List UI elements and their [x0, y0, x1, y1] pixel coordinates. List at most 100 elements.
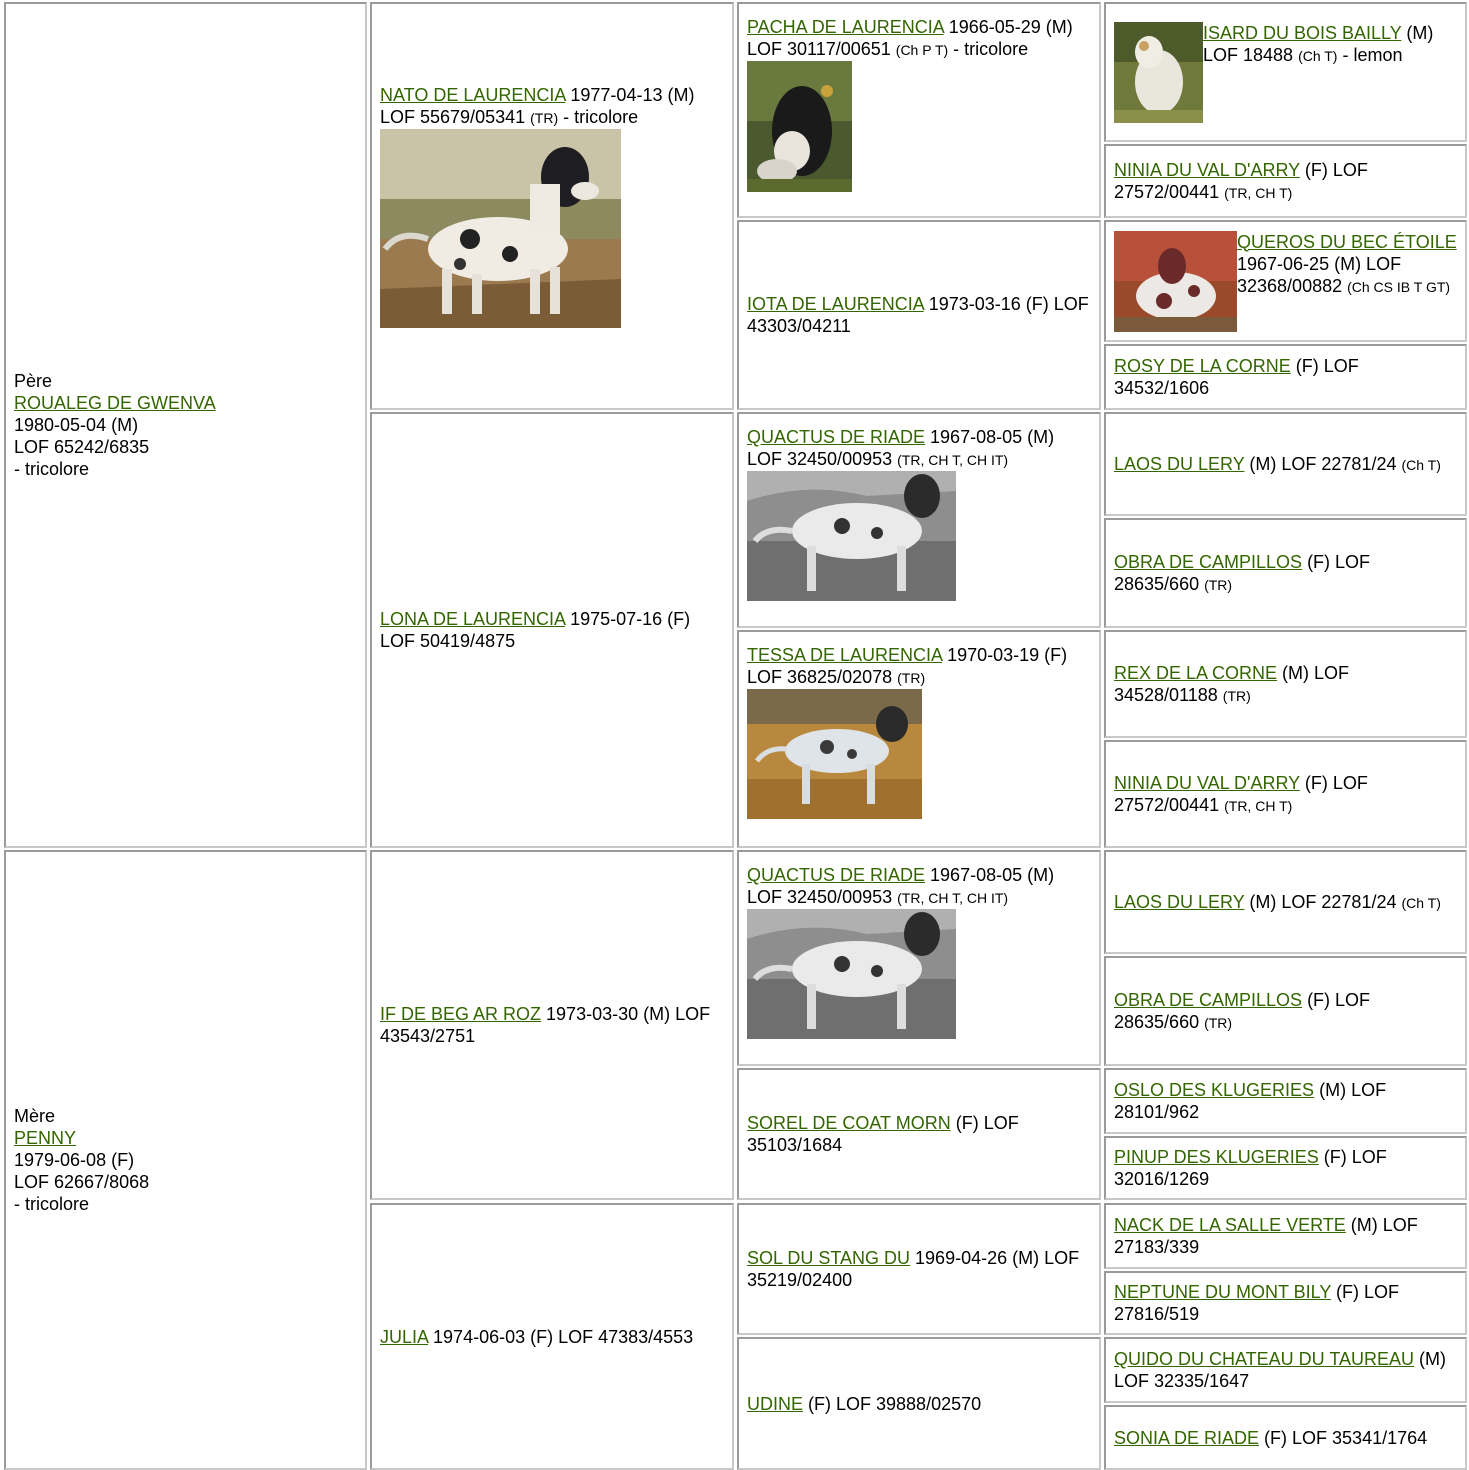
- g3-name-link-3[interactable]: TESSA DE LAURENCIA: [747, 645, 943, 665]
- g4-name-link-13[interactable]: NEPTUNE DU MONT BILY: [1114, 1282, 1332, 1302]
- g4-info-15: (F) LOF 35341/1764: [1259, 1427, 1428, 1448]
- dog-photo: [1114, 230, 1237, 332]
- g3-name-link-5[interactable]: SOREL DE COAT MORN: [747, 1113, 951, 1133]
- g2-cell-3: JULIA 1974-06-03 (F) LOF 47383/4553: [370, 1203, 734, 1470]
- dam-heading: Mère: [14, 1106, 56, 1126]
- g3-tail-0: - tricolore: [948, 39, 1029, 59]
- sire-birth: 1980-05-04 (M): [14, 415, 139, 435]
- g3-info-1: 1973-03-16 (F) LOF 43303/04211: [747, 294, 1089, 336]
- g2-info-2: 1973-03-30 (M) LOF 43543/2751: [380, 1004, 711, 1046]
- g4-info-12: (M) LOF 27183/339: [1114, 1215, 1418, 1257]
- g4-name-link-7[interactable]: NINIA DU VAL D'ARRY: [1114, 772, 1300, 793]
- g3-info-0: 1966-05-29 (M) LOF 30117/00651: [747, 17, 1073, 59]
- g4-info-4: (M) LOF 22781/24: [1244, 453, 1402, 474]
- g4-info-1: (F) LOF 27572/00441: [1114, 159, 1368, 202]
- g4-cell-1: NINIA DU VAL D'ARRY (F) LOF 27572/00441 …: [1104, 144, 1467, 218]
- g4-cell-9: OBRA DE CAMPILLOS (F) LOF 28635/660 (TR): [1104, 956, 1467, 1066]
- g2-info-0: 1977-04-13 (M) LOF 55679/05341: [380, 85, 695, 127]
- g4-info-8: (M) LOF 22781/24: [1244, 891, 1402, 912]
- g4-cell-13: NEPTUNE DU MONT BILY (F) LOF 27816/519: [1104, 1271, 1467, 1335]
- g3-info-7: (F) LOF 39888/02570: [803, 1393, 982, 1414]
- g3-cell-0: PACHA DE LAURENCIA 1966-05-29 (M) LOF 30…: [737, 2, 1101, 218]
- g4-cell-12: NACK DE LA SALLE VERTE (M) LOF 27183/339: [1104, 1203, 1467, 1269]
- g3-name-link-1[interactable]: IOTA DE LAURENCIA: [747, 294, 924, 314]
- g3-titles-0: (Ch P T): [895, 42, 949, 58]
- g4-cell-14: QUIDO DU CHATEAU DU TAUREAU (M) LOF 3233…: [1104, 1337, 1467, 1403]
- g4-name-link-12[interactable]: NACK DE LA SALLE VERTE: [1114, 1215, 1346, 1235]
- dam-color: - tricolore: [14, 1194, 90, 1214]
- g4-name-link-4[interactable]: LAOS DU LERY: [1114, 453, 1245, 474]
- g4-cell-8: LAOS DU LERY (M) LOF 22781/24 (Ch T): [1104, 850, 1467, 954]
- g4-cell-15: SONIA DE RIADE (F) LOF 35341/1764: [1104, 1405, 1467, 1470]
- g4-cell-3: ROSY DE LA CORNE (F) LOF 34532/1606: [1104, 344, 1467, 410]
- g4-titles-9: (TR): [1204, 1014, 1233, 1031]
- g4-info-9: (F) LOF 28635/660: [1114, 989, 1371, 1032]
- dam-name-link[interactable]: PENNY: [14, 1128, 77, 1148]
- sire-cell: Père ROUALEG DE GWENVA 1980-05-04 (M) LO…: [4, 2, 367, 848]
- g4-name-link-11[interactable]: PINUP DES KLUGERIES: [1114, 1147, 1319, 1167]
- g3-titles-4: (TR, CH T, CH IT): [897, 890, 1009, 906]
- g4-info-10: (M) LOF 28101/962: [1114, 1080, 1387, 1122]
- sire-name-link[interactable]: ROUALEG DE GWENVA: [14, 393, 216, 413]
- g4-name-link-0[interactable]: ISARD DU BOIS BAILLY: [1203, 23, 1402, 43]
- g3-name-link-2[interactable]: QUACTUS DE RIADE: [747, 427, 926, 447]
- g3-cell-4: QUACTUS DE RIADE 1967-08-05 (M) LOF 3245…: [737, 850, 1101, 1066]
- g4-tail-0: - lemon: [1337, 45, 1403, 65]
- g4-cell-6: REX DE LA CORNE (M) LOF 34528/01188 (TR): [1104, 630, 1467, 738]
- g3-name-link-4[interactable]: QUACTUS DE RIADE: [747, 865, 926, 885]
- g4-titles-4: (Ch T): [1401, 456, 1441, 473]
- g4-info-0: (M) LOF 18488: [1203, 23, 1434, 65]
- dam-cell: Mère PENNY 1979-06-08 (F) LOF 62667/8068…: [4, 850, 367, 1470]
- g4-name-link-9[interactable]: OBRA DE CAMPILLOS: [1114, 989, 1303, 1010]
- g4-name-link-5[interactable]: OBRA DE CAMPILLOS: [1114, 551, 1303, 572]
- g3-cell-3: TESSA DE LAURENCIA 1970-03-19 (F) LOF 36…: [737, 630, 1101, 848]
- g2-name-link-2[interactable]: IF DE BEG AR ROZ: [380, 1004, 542, 1024]
- g4-titles-0: (Ch T): [1298, 48, 1338, 64]
- g4-name-link-6[interactable]: REX DE LA CORNE: [1114, 662, 1278, 683]
- g3-cell-7: UDINE (F) LOF 39888/02570: [737, 1337, 1101, 1470]
- g3-cell-1: IOTA DE LAURENCIA 1973-03-16 (F) LOF 433…: [737, 220, 1101, 410]
- dog-photo: [747, 689, 922, 819]
- dog-photo: [747, 471, 956, 601]
- g2-name-link-1[interactable]: LONA DE LAURENCIA: [380, 609, 566, 629]
- g3-cell-2: QUACTUS DE RIADE 1967-08-05 (M) LOF 3245…: [737, 412, 1101, 628]
- g4-name-link-1[interactable]: NINIA DU VAL D'ARRY: [1114, 159, 1300, 180]
- g2-cell-1: LONA DE LAURENCIA 1975-07-16 (F) LOF 504…: [370, 412, 734, 848]
- dog-photo: [380, 129, 621, 328]
- g4-info-11: (F) LOF 32016/1269: [1114, 1147, 1387, 1189]
- g3-info-3: 1970-03-19 (F) LOF 36825/02078: [747, 645, 1068, 687]
- dog-photo: [1114, 22, 1203, 123]
- g4-cell-5: OBRA DE CAMPILLOS (F) LOF 28635/660 (TR): [1104, 518, 1467, 628]
- g4-name-link-3[interactable]: ROSY DE LA CORNE: [1114, 356, 1291, 376]
- g4-name-link-10[interactable]: OSLO DES KLUGERIES: [1114, 1080, 1315, 1100]
- g4-name-link-8[interactable]: LAOS DU LERY: [1114, 891, 1245, 912]
- g4-titles-1: (TR, CH T): [1224, 184, 1293, 201]
- g4-titles-7: (TR, CH T): [1224, 797, 1293, 814]
- g4-name-link-15[interactable]: SONIA DE RIADE: [1114, 1427, 1260, 1448]
- g3-titles-2: (TR, CH T, CH IT): [897, 452, 1009, 468]
- g4-cell-10: OSLO DES KLUGERIES (M) LOF 28101/962: [1104, 1068, 1467, 1134]
- g2-name-link-0[interactable]: NATO DE LAURENCIA: [380, 85, 566, 105]
- g3-info-4: 1967-08-05 (M) LOF 32450/00953: [747, 865, 1055, 907]
- g4-info-2: 1967-06-25 (M) LOF 32368/00882: [1237, 253, 1402, 296]
- g4-cell-7: NINIA DU VAL D'ARRY (F) LOF 27572/00441 …: [1104, 740, 1467, 848]
- g4-info-6: (M) LOF 34528/01188: [1114, 662, 1350, 705]
- g2-tail-0: - tricolore: [558, 107, 639, 127]
- g4-info-5: (F) LOF 28635/660: [1114, 551, 1371, 594]
- sire-lof: LOF 65242/6835: [14, 437, 150, 457]
- g3-name-link-0[interactable]: PACHA DE LAURENCIA: [747, 17, 944, 37]
- sire-heading: Père: [14, 371, 53, 391]
- g3-info-5: (F) LOF 35103/1684: [747, 1113, 1019, 1155]
- g3-name-link-7[interactable]: UDINE: [747, 1393, 804, 1414]
- g3-cell-5: SOREL DE COAT MORN (F) LOF 35103/1684: [737, 1068, 1101, 1200]
- g4-name-link-2[interactable]: QUEROS DU BEC ÉTOILE: [1237, 231, 1457, 252]
- g4-titles-2: (Ch CS IB T GT): [1347, 278, 1451, 295]
- g4-name-link-14[interactable]: QUIDO DU CHATEAU DU TAUREAU: [1114, 1349, 1415, 1369]
- g4-info-14: (M) LOF 32335/1647: [1114, 1349, 1447, 1391]
- g2-name-link-3[interactable]: JULIA: [380, 1326, 429, 1347]
- g3-name-link-6[interactable]: SOL DU STANG DU: [747, 1248, 911, 1268]
- g4-info-7: (F) LOF 27572/00441: [1114, 772, 1368, 815]
- g4-titles-6: (TR): [1222, 687, 1251, 704]
- g2-info-1: 1975-07-16 (F) LOF 50419/4875: [380, 609, 691, 651]
- g4-cell-2: QUEROS DU BEC ÉTOILE 1967-06-25 (M) LOF …: [1104, 220, 1467, 342]
